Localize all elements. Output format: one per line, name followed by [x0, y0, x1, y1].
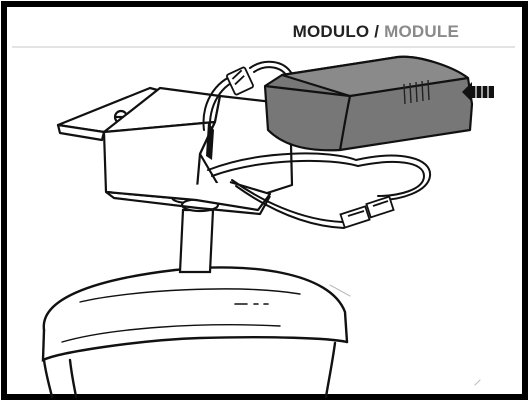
- wire-connector: [339, 195, 395, 229]
- heading-label-en: MODULE: [384, 22, 459, 41]
- wire-plug-top: [226, 66, 254, 96]
- heading-label-es: MODULO: [292, 22, 370, 41]
- wire-harness: [202, 60, 432, 229]
- receiver-module: [263, 55, 474, 152]
- heading-separator: /: [369, 22, 385, 41]
- fan-canopy: [41, 266, 481, 399]
- module-heading: MODULO / MODULE: [293, 22, 459, 42]
- left-arrow-icon: [462, 82, 494, 102]
